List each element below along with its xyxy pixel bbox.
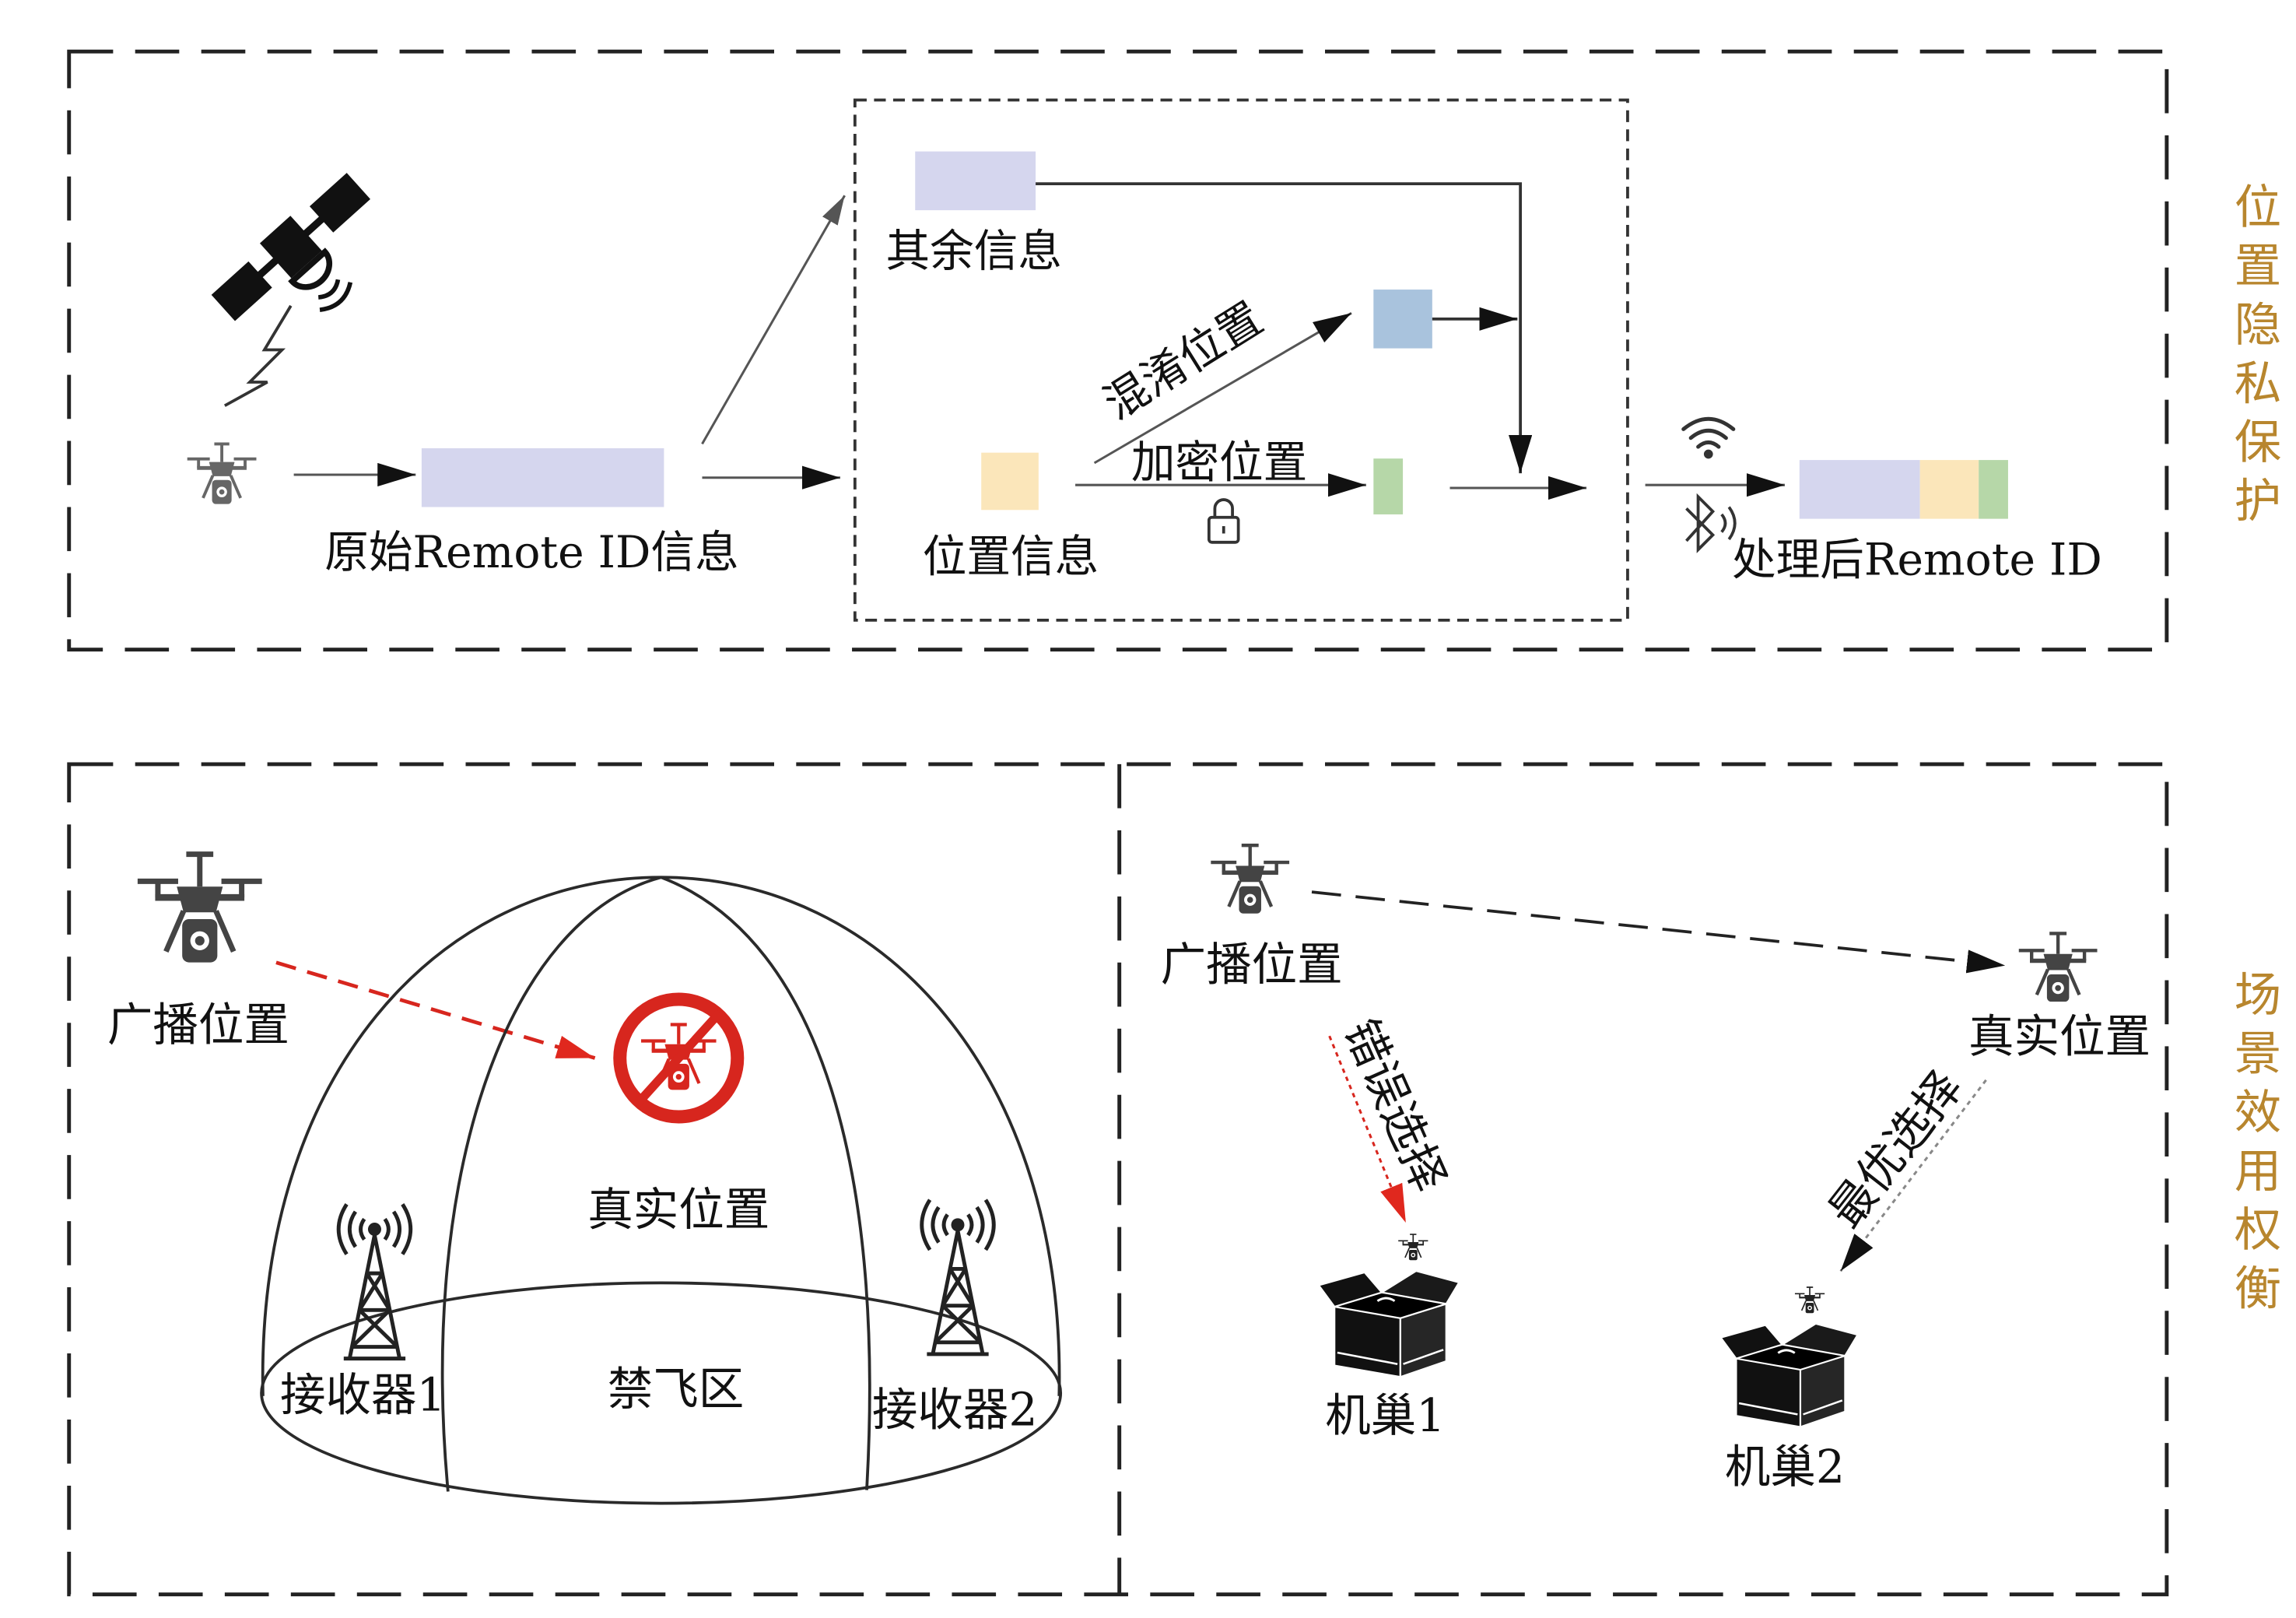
drone-nest-icon: [1719, 1322, 1860, 1429]
processed-remote-id-block: [1799, 460, 2008, 519]
drone-icon: [138, 855, 262, 963]
best-choice-label: 最优选择: [1818, 1062, 1972, 1237]
bluetooth-icon: [1685, 493, 1737, 553]
location-info-block: [981, 452, 1039, 511]
raw-to-other-info-arrow: [701, 195, 846, 445]
tower-icon: [338, 1204, 411, 1358]
drone-nest-icon: [1317, 1269, 1460, 1378]
encrypt-label: 加密位置: [1131, 437, 1308, 489]
other-info-route-arrow: [1036, 182, 1533, 474]
no-fly-real-label: 真实位置: [587, 1184, 769, 1237]
receiver2-label: 接收器2: [872, 1384, 1038, 1437]
obfuscated-location-block: [1373, 290, 1432, 349]
lock-icon: [1207, 498, 1240, 544]
location-info-label: 位置信息: [923, 532, 1099, 583]
wrong-choice-arrow: [1328, 1035, 1407, 1223]
dock-broadcast-to-real-arrow: [1311, 890, 2006, 974]
obfuscate-label: 混淆位置: [1095, 293, 1271, 430]
raw-remote-id-label: 原始Remote ID信息: [324, 527, 738, 578]
receiver1-label: 接收器1: [280, 1369, 446, 1422]
processed-location-segment: [1919, 460, 1979, 519]
no-fly-broadcast-label: 广播位置: [107, 999, 289, 1051]
processed-remote-id-label: 处理后Remote ID: [1732, 534, 2102, 585]
obfuscate-arrow: [1093, 311, 1352, 465]
other-info-label: 其余信息: [886, 226, 1063, 277]
processing-box-frame: [853, 98, 1629, 622]
dock-broadcast-label: 广播位置: [1161, 938, 1343, 991]
lightning-icon: [223, 304, 293, 407]
tower-icon: [922, 1200, 994, 1354]
drone-icon: [1397, 1233, 1429, 1262]
no-fly-dome: [260, 876, 1063, 1505]
privacy-panel-frame: [67, 49, 2169, 652]
privacy-panel-title: 位置隐私保护: [2235, 181, 2281, 529]
drone-icon: [1793, 1286, 1826, 1314]
dock-real-label: 真实位置: [1968, 1010, 2151, 1063]
processed-other-info-segment: [1799, 460, 1920, 519]
satellite-icon: [211, 173, 370, 321]
encrypted-location-block: [1373, 458, 1404, 514]
raw-remote-id-block: [421, 447, 664, 507]
processed-encrypted-segment: [1979, 460, 2008, 519]
no-fly-icon: [613, 992, 745, 1124]
broadcast-to-real-arrow: [275, 960, 596, 1060]
drone-icon: [188, 444, 257, 504]
other-info-block: [915, 151, 1036, 211]
dock2-label: 机巢2: [1725, 1441, 1845, 1493]
dock1-label: 机巢1: [1325, 1389, 1445, 1442]
tradeoff-panel-title: 场景效用权衡: [2235, 968, 2281, 1317]
wrong-choice-label: 错误选择: [1334, 1012, 1456, 1199]
wifi-icon: [1681, 416, 1736, 459]
drone-icon: [1211, 845, 1289, 914]
drone-icon: [2019, 933, 2098, 1002]
no-fly-zone-label: 禁飞区: [608, 1363, 745, 1416]
